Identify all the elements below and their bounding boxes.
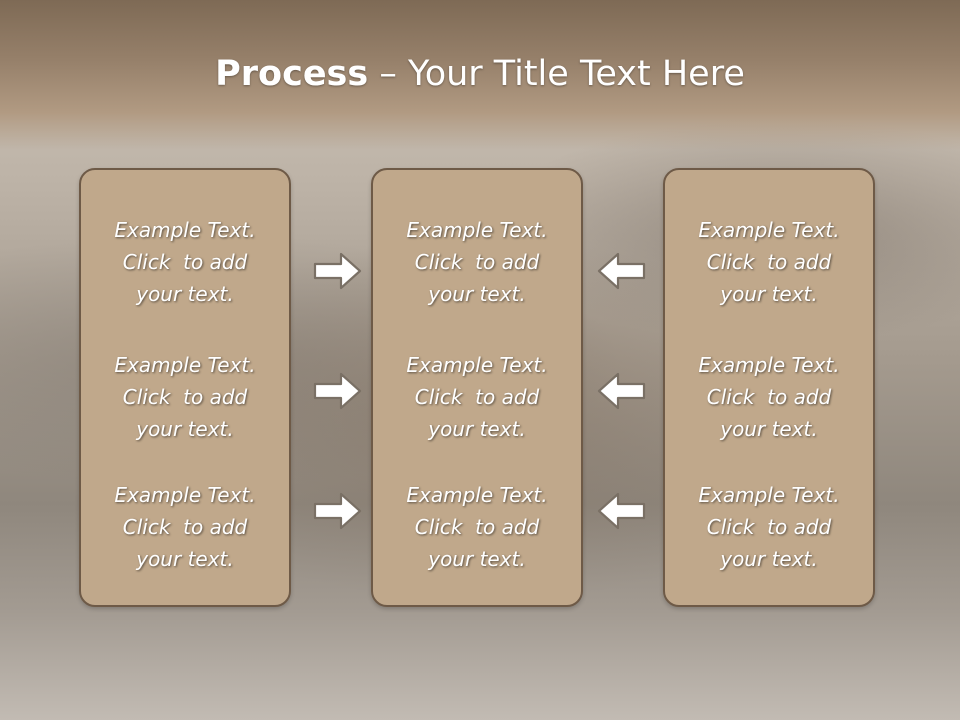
- text-line: Click to add: [414, 515, 540, 539]
- text-block[interactable]: Example Text. Click to add your text.: [81, 349, 289, 445]
- text-line: Click to add: [706, 515, 832, 539]
- left-box[interactable]: Example Text. Click to add your text. Ex…: [79, 168, 291, 607]
- text-line: Click to add: [414, 250, 540, 274]
- text-line: Click to add: [122, 250, 248, 274]
- text-line: your text.: [136, 417, 234, 441]
- arrow-right-icon: [313, 252, 362, 290]
- text-block[interactable]: Example Text. Click to add your text.: [373, 479, 581, 575]
- arrow-right-icon: [313, 492, 362, 530]
- text-block[interactable]: Example Text. Click to add your text.: [81, 214, 289, 310]
- title-bar: [0, 0, 960, 150]
- text-line: Click to add: [706, 385, 832, 409]
- text-line: Example Text.: [698, 483, 840, 507]
- text-line: your text.: [720, 417, 818, 441]
- text-line: Example Text.: [698, 218, 840, 242]
- text-block[interactable]: Example Text. Click to add your text.: [665, 214, 873, 310]
- text-line: your text.: [428, 417, 526, 441]
- text-line: Example Text.: [114, 353, 256, 377]
- text-line: your text.: [720, 547, 818, 571]
- text-line: Click to add: [706, 250, 832, 274]
- text-line: your text.: [428, 282, 526, 306]
- text-line: Example Text.: [406, 353, 548, 377]
- text-line: Click to add: [122, 385, 248, 409]
- text-line: your text.: [136, 282, 234, 306]
- arrow-left-icon: [597, 252, 646, 290]
- text-line: Example Text.: [114, 218, 256, 242]
- right-box[interactable]: Example Text. Click to add your text. Ex…: [663, 168, 875, 607]
- text-line: Example Text.: [406, 483, 548, 507]
- text-block[interactable]: Example Text. Click to add your text.: [81, 479, 289, 575]
- text-line: your text.: [720, 282, 818, 306]
- text-block[interactable]: Example Text. Click to add your text.: [665, 349, 873, 445]
- text-line: Example Text.: [114, 483, 256, 507]
- text-line: Click to add: [414, 385, 540, 409]
- text-line: your text.: [428, 547, 526, 571]
- text-block[interactable]: Example Text. Click to add your text.: [665, 479, 873, 575]
- arrow-left-icon: [597, 372, 646, 410]
- title-rest: – Your Title Text Here: [368, 54, 745, 94]
- middle-box[interactable]: Example Text. Click to add your text. Ex…: [371, 168, 583, 607]
- text-line: Click to add: [122, 515, 248, 539]
- arrow-right-icon: [313, 372, 362, 410]
- text-line: your text.: [136, 547, 234, 571]
- arrow-left-icon: [597, 492, 646, 530]
- title-bold: Process: [215, 54, 369, 94]
- text-line: Example Text.: [406, 218, 548, 242]
- text-line: Example Text.: [698, 353, 840, 377]
- slide-title[interactable]: Process – Your Title Text Here: [0, 52, 960, 96]
- text-block[interactable]: Example Text. Click to add your text.: [373, 214, 581, 310]
- text-block[interactable]: Example Text. Click to add your text.: [373, 349, 581, 445]
